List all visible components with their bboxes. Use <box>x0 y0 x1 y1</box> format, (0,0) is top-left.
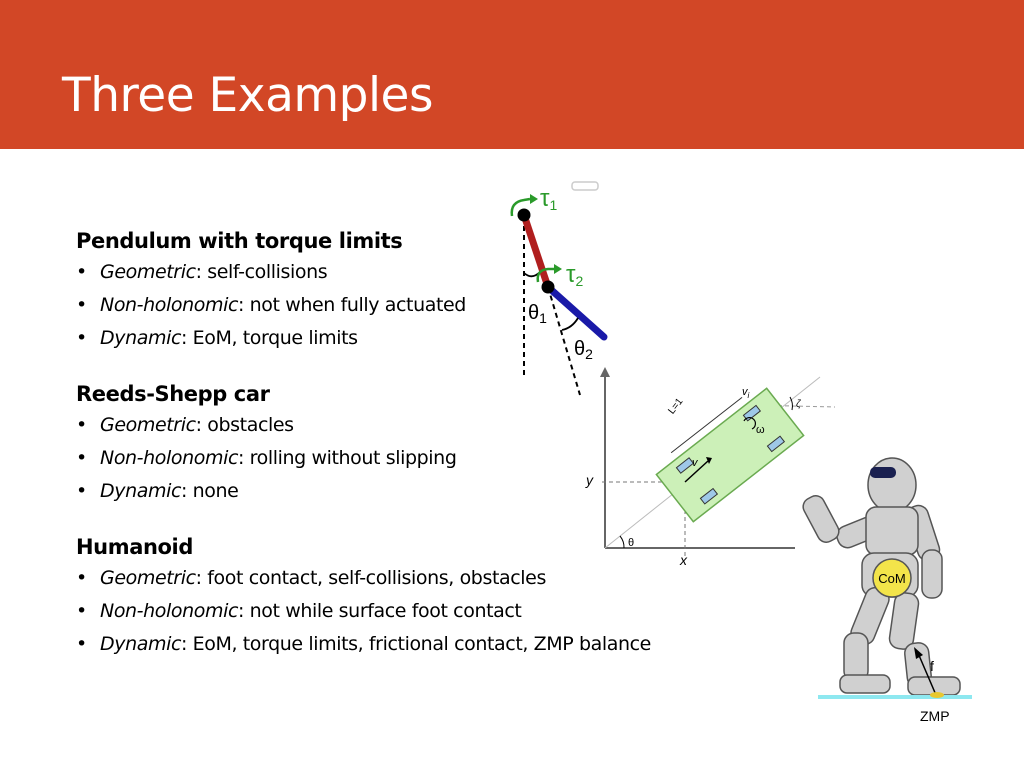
force-arrow <box>917 652 937 696</box>
section-title: Humanoid <box>76 535 193 559</box>
wheel-velocity-label: vi <box>742 386 750 400</box>
bullet-text: : foot contact, self-collisions, obstacl… <box>195 567 547 589</box>
bullet-text: : self-collisions <box>195 261 328 283</box>
pendulum-figure: τ1 τ2 θ1 θ2 <box>510 181 608 396</box>
torque2-arrowhead <box>554 264 562 274</box>
robot-torso <box>865 506 919 556</box>
car-wheel <box>766 435 786 453</box>
car-body <box>655 387 805 523</box>
link1 <box>520 211 552 291</box>
robot-foot <box>839 674 891 694</box>
zeta-arc <box>789 396 793 411</box>
omega-arc <box>743 417 756 430</box>
bullet-text: : EoM, torque limits <box>181 327 358 349</box>
bullet-glyph: • <box>76 327 87 349</box>
bullet-term: Geometric <box>100 261 196 283</box>
car-wheel <box>742 404 762 422</box>
velocity-label: v <box>692 457 699 469</box>
length-label: L=1 <box>666 396 685 416</box>
theta2-angle-arc <box>561 317 579 331</box>
bullet-item: • Dynamic: EoM, torque limits, frictional… <box>76 628 736 661</box>
tau2-label: τ2 <box>566 261 583 289</box>
omega-label: ω <box>756 424 765 436</box>
bullet-item: • Non-holonomic: rolling without slipping <box>76 442 736 475</box>
bullet-text: : obstacles <box>195 414 294 436</box>
bullet-glyph: • <box>76 261 87 283</box>
bullet-text: : not while surface foot contact <box>238 600 522 622</box>
com-marker <box>872 558 912 598</box>
bullet-glyph: • <box>76 567 87 589</box>
bullet-item: • Non-holonomic: not when fully actuated <box>76 289 736 322</box>
link1-extension-line <box>547 286 581 396</box>
figure-edge-mark <box>571 181 599 191</box>
bullet-term: Dynamic <box>100 633 181 655</box>
robot-forearm <box>921 549 943 599</box>
bullet-term: Non-holonomic <box>100 447 239 469</box>
bullet-glyph: • <box>76 600 87 622</box>
bullet-item: • Dynamic: none <box>76 475 736 508</box>
car-wheel <box>675 457 695 474</box>
bullet-term: Dynamic <box>100 327 181 349</box>
car-wheel <box>699 487 719 505</box>
velocity-arrow <box>684 460 709 483</box>
theta-label: θ <box>628 537 634 549</box>
zeta-label: ζ <box>796 399 802 410</box>
theta2-label: θ2 <box>574 338 593 362</box>
bullet-term: Dynamic <box>100 480 181 502</box>
bullet-glyph: • <box>76 294 87 316</box>
robot-visor <box>870 467 896 478</box>
torque1-arrowhead <box>530 194 538 204</box>
car-figure: y x θ v vi ω ζ L=1 <box>585 367 836 568</box>
robot-thigh <box>888 592 920 650</box>
y-axis-label: y <box>585 472 594 488</box>
bullet-item: • Dynamic: EoM, torque limits <box>76 322 736 355</box>
com-label: CoM <box>878 571 905 586</box>
bullet-text: : EoM, torque limits, frictional contact… <box>181 633 651 655</box>
bullet-item: • Geometric: foot contact, self-collision… <box>76 562 736 595</box>
slide-body: Pendulum with torque limits •Geometric: … <box>76 226 736 685</box>
robot-shin <box>843 632 869 682</box>
zmp-marker <box>930 692 944 698</box>
length-dimension-line <box>670 396 743 454</box>
title-bar: Three Examples <box>0 0 1024 149</box>
torque1-arrow <box>510 197 531 217</box>
humanoid-figure: CoM f ZMP <box>802 457 972 724</box>
theta-arc <box>619 535 625 549</box>
x-axis-label: x <box>679 552 688 568</box>
link2 <box>544 283 608 341</box>
section-title: Reeds-Shepp car <box>76 382 270 406</box>
section-humanoid: Humanoid • Geometric: foot contact, self-… <box>76 532 736 661</box>
y-axis-arrowhead <box>600 367 610 377</box>
joint2 <box>541 280 555 294</box>
theta1-label: θ1 <box>528 302 547 326</box>
section-title: Pendulum with torque limits <box>76 229 403 253</box>
bullet-term: Non-holonomic <box>100 600 239 622</box>
velocity-arrowhead <box>706 457 712 464</box>
bullet-glyph: • <box>76 480 87 502</box>
tau1-label: τ1 <box>540 185 557 213</box>
joint1 <box>517 208 531 222</box>
bullet-term: Geometric <box>100 567 196 589</box>
force-label: f <box>930 658 934 674</box>
bullet-text: : not when fully actuated <box>238 294 466 316</box>
section-car: Reeds-Shepp car • Geometric: obstacles • N… <box>76 379 736 508</box>
bullet-item: • Non-holonomic: not while surface foot c… <box>76 595 736 628</box>
bullet-text: : rolling without slipping <box>238 447 457 469</box>
force-arrowhead <box>914 647 923 659</box>
bullet-term: Geometric <box>100 414 196 436</box>
bullet-item: • Geometric: self-collisions <box>76 256 736 289</box>
zmp-label: ZMP <box>920 708 950 724</box>
bullet-glyph: • <box>76 633 87 655</box>
bullet-text: : none <box>181 480 239 502</box>
slide-title: Three Examples <box>62 68 433 123</box>
robot-forearm <box>802 495 840 543</box>
bullet-term: Non-holonomic <box>100 294 239 316</box>
section-pendulum: Pendulum with torque limits •Geometric: … <box>76 226 736 355</box>
torque2-arrow <box>536 267 554 283</box>
robot-head <box>867 457 917 513</box>
bullet-glyph: • <box>76 414 87 436</box>
bullet-item: • Geometric: obstacles <box>76 409 736 442</box>
bullet-glyph: • <box>76 447 87 469</box>
